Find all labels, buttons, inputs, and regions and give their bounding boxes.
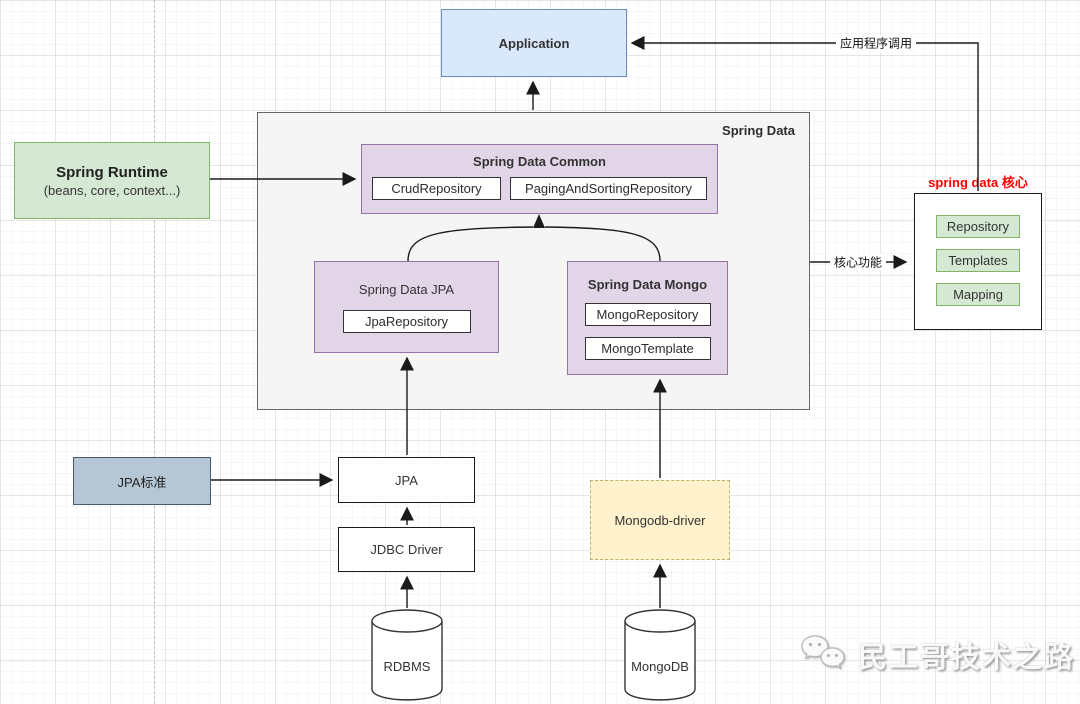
- jdbc-driver-label: JDBC Driver: [370, 542, 443, 557]
- edge-label-core-function: 核心功能: [829, 253, 887, 271]
- spring-runtime-node: Spring Runtime (beans, core, context...): [14, 142, 210, 219]
- templates-chip: Templates: [936, 249, 1020, 272]
- mongodb-driver-label: Mongodb-driver: [614, 512, 706, 528]
- spring-data-common-title: Spring Data Common: [473, 154, 606, 169]
- jpa-standard-node: JPA标准: [73, 457, 211, 505]
- jpa-standard-label: JPA标准: [117, 474, 167, 490]
- spring-data-jpa-title: Spring Data JPA: [358, 281, 455, 297]
- mongodb-driver-node: Mongodb-driver: [590, 480, 730, 560]
- jpa-label: JPA: [395, 472, 418, 488]
- spring-data-mongo-title: Spring Data Mongo: [587, 276, 708, 292]
- jpa-repository-chip: JpaRepository: [342, 309, 471, 333]
- spring-data-common-items: CrudRepository PagingAndSortingRepositor…: [372, 177, 707, 200]
- watermark-text: 民工哥技术之路: [858, 642, 1076, 674]
- application-label: Application: [498, 35, 570, 51]
- spring-data-jpa-node: Spring Data JPA JpaRepository: [314, 261, 499, 353]
- mongodb-label: MongoDB: [631, 659, 689, 674]
- edge-label-app-call: 应用程序调用: [835, 34, 917, 52]
- rdbms-cylinder-top: [371, 609, 443, 633]
- spring-data-core-node: Repository Templates Mapping: [914, 193, 1042, 330]
- spring-runtime-subtitle: (beans, core, context...): [43, 182, 181, 198]
- jpa-node: JPA: [338, 457, 475, 503]
- crud-repository-chip: CrudRepository: [372, 177, 501, 200]
- watermark: 民工哥技术之路: [799, 633, 1075, 677]
- repository-chip: Repository: [936, 215, 1020, 238]
- jdbc-driver-node: JDBC Driver: [338, 527, 475, 572]
- application-node: Application: [441, 9, 627, 77]
- mongo-repository-chip: MongoRepository: [584, 302, 711, 326]
- spring-data-core-caption: spring data 核心: [928, 175, 1028, 190]
- spring-data-common-node: Spring Data Common CrudRepository Paging…: [361, 144, 718, 214]
- mapping-chip: Mapping: [936, 283, 1020, 306]
- spring-runtime-title: Spring Runtime: [56, 163, 168, 181]
- page-guide-dashed-line: [154, 0, 155, 704]
- mongodb-cylinder-top: [624, 609, 696, 633]
- spring-data-container-label: Spring Data: [722, 123, 795, 138]
- mongo-template-chip: MongoTemplate: [584, 336, 711, 360]
- rdbms-label: RDBMS: [383, 659, 431, 674]
- paging-and-sorting-repository-chip: PagingAndSortingRepository: [510, 177, 707, 200]
- spring-data-mongo-node: Spring Data Mongo MongoRepository MongoT…: [567, 261, 728, 375]
- wechat-icon: [801, 635, 845, 670]
